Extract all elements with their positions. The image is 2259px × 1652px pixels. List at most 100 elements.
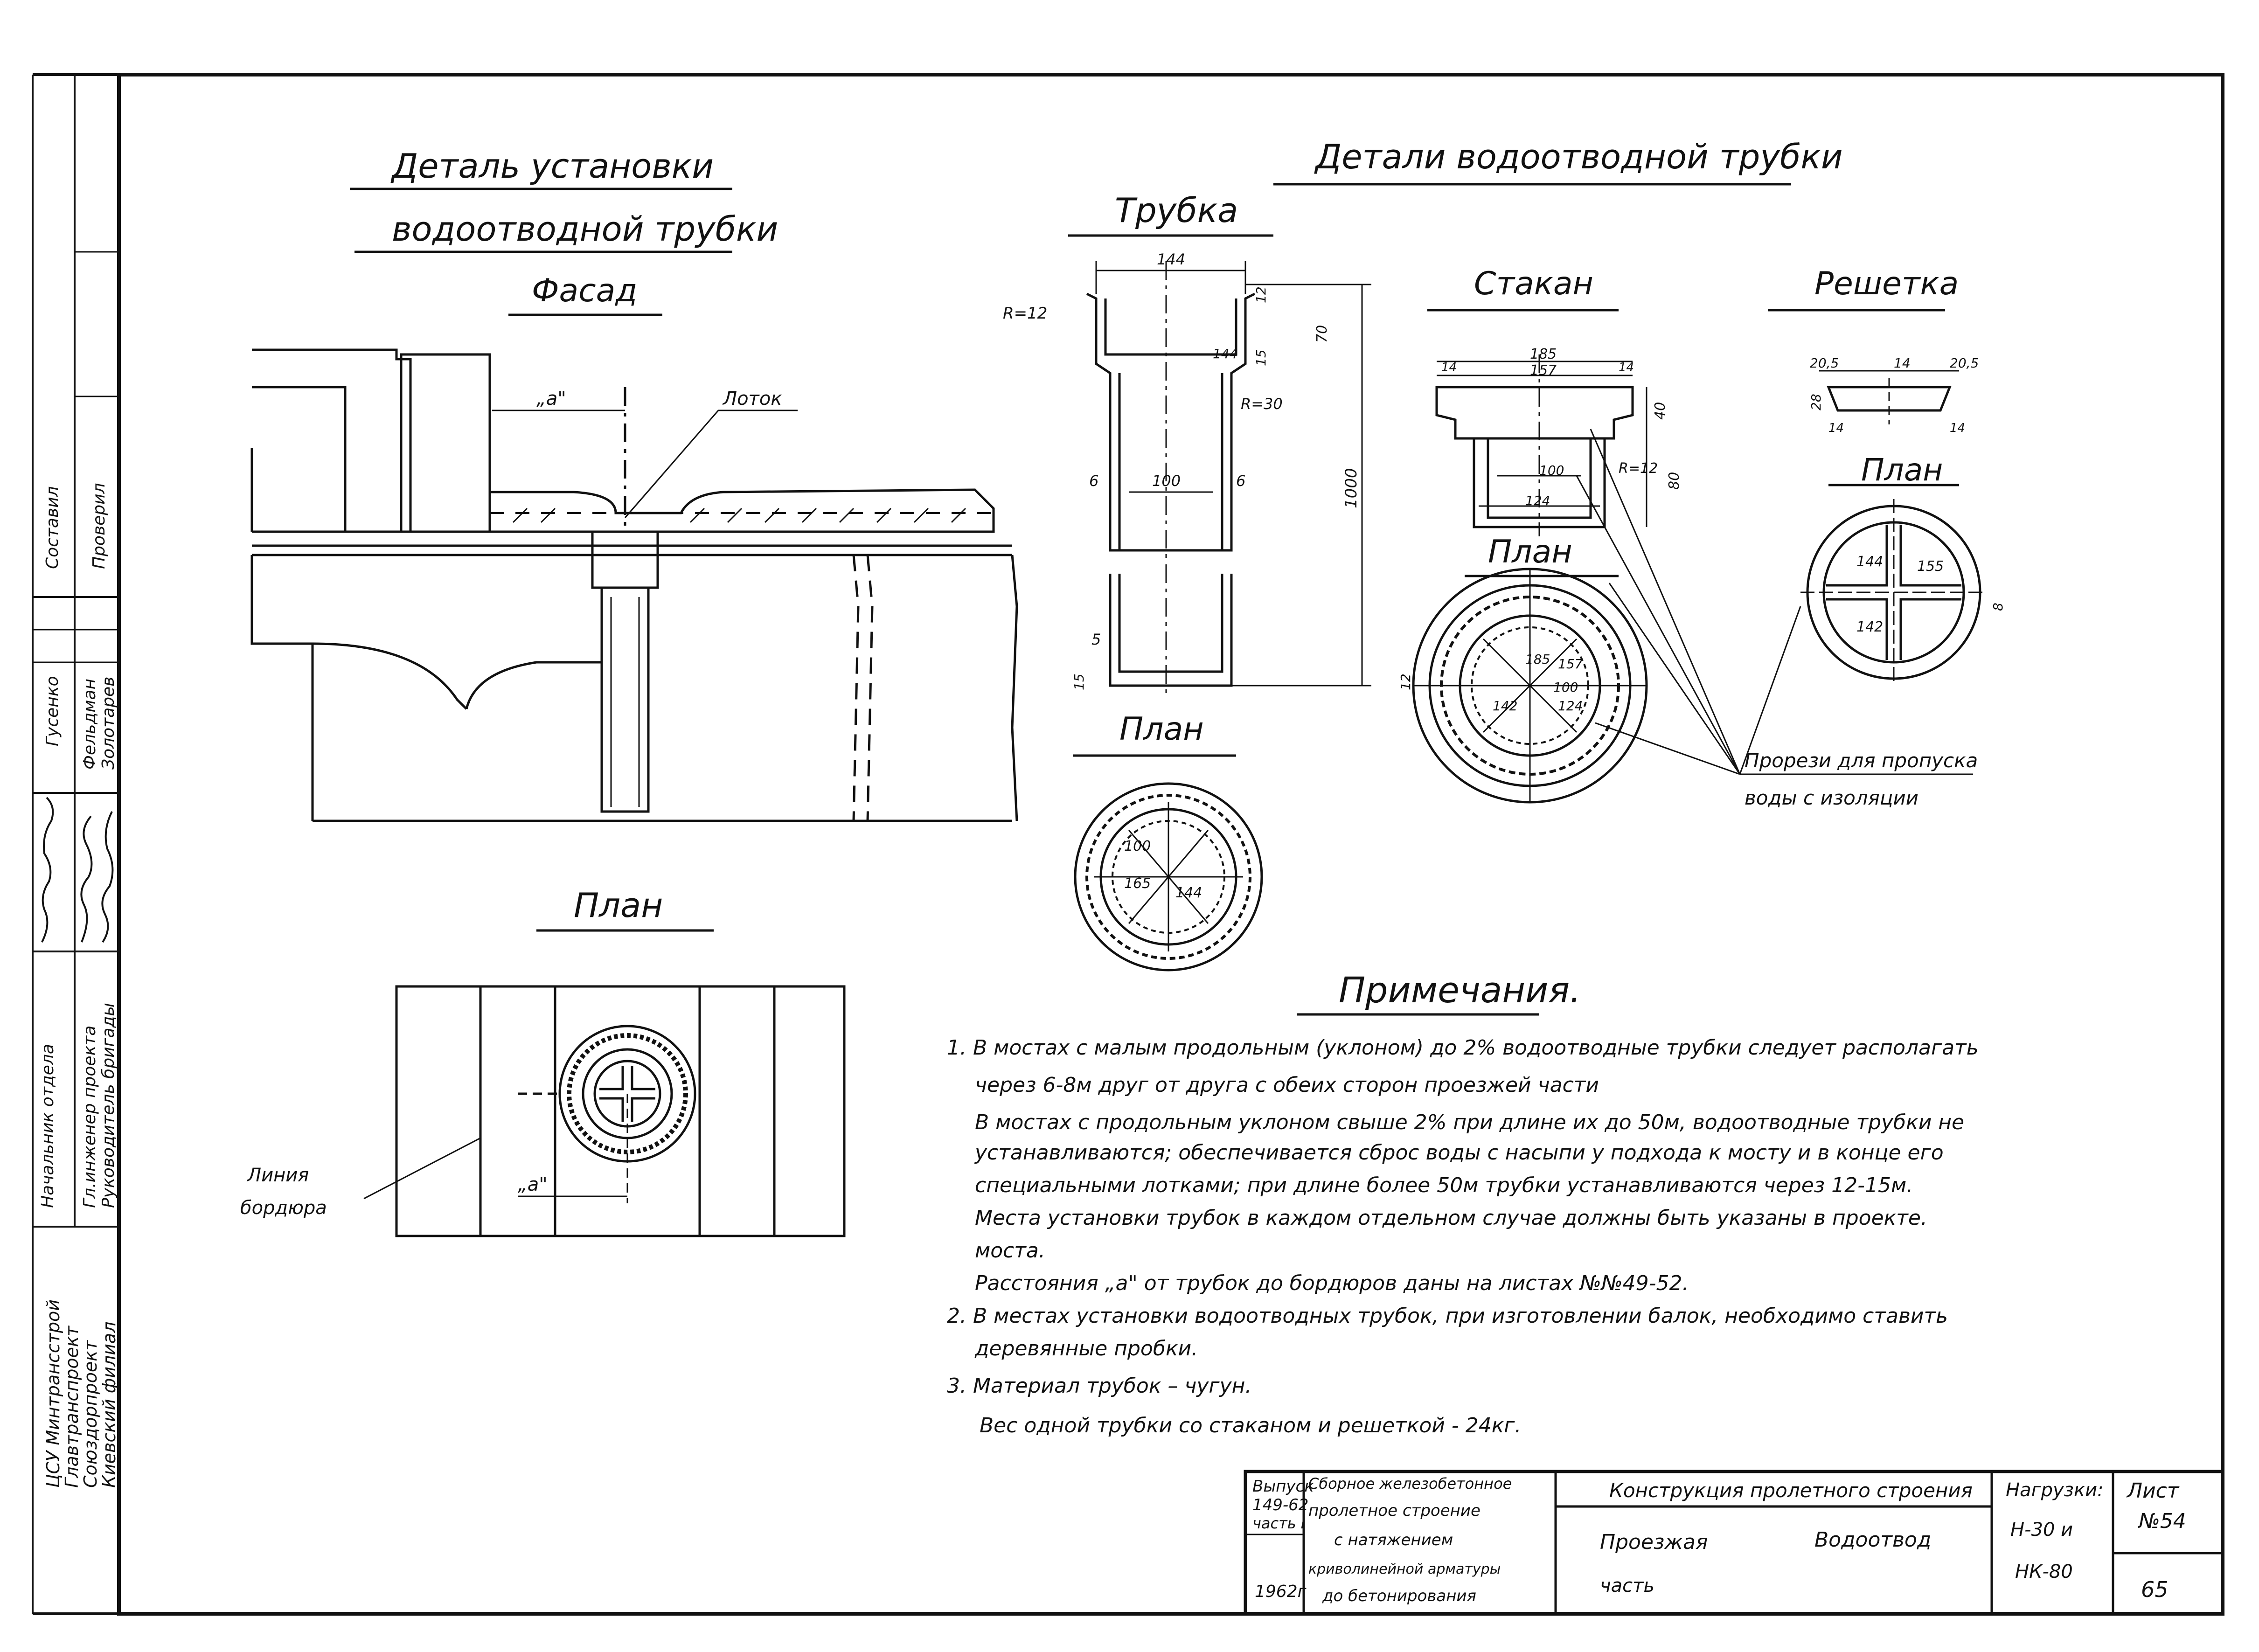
dim-grate-14a: 14 — [1828, 421, 1844, 435]
socket-title: Стакан — [1474, 265, 1593, 302]
stamp-roadway-1: Проезжая — [1600, 1530, 1708, 1554]
install-detail-title-1: Деталь установки — [392, 146, 714, 186]
dim-pipe-15b: 15 — [1071, 673, 1087, 690]
stamp-loads-label: Нагрузки: — [2006, 1479, 2104, 1501]
socket-drawing — [1412, 354, 1973, 804]
dim-gplan-8: 8 — [1990, 603, 2006, 611]
dim-socket-14a: 14 — [1441, 361, 1457, 375]
side-org-1: ЦСУ Минтрансстрой — [43, 1299, 63, 1488]
stamp-issue-2: 149-62 — [1252, 1496, 1309, 1514]
note-line-7: моста. — [975, 1239, 1045, 1263]
note-line-3: В мостах с продольным уклоном свыше 2% п… — [975, 1111, 1965, 1134]
dim-splan-100: 100 — [1553, 680, 1578, 695]
grate-title: Решетка — [1814, 265, 1959, 302]
dim-gplan-142: 142 — [1856, 619, 1884, 635]
dim-pplan-144: 144 — [1175, 885, 1202, 901]
tray-label: Лоток — [723, 388, 782, 410]
dim-grate-14b: 14 — [1950, 421, 1966, 435]
stamp-desc-5: до бетонирования — [1322, 1587, 1476, 1605]
dim-pipe-70: 70 — [1314, 325, 1330, 343]
stamp-drainage: Водоотвод — [1814, 1528, 1932, 1552]
stamp-desc-4: криволинейной арматуры — [1308, 1561, 1501, 1577]
dim-pipe-15: 15 — [1253, 349, 1269, 366]
pipe-title: Трубка — [1115, 191, 1238, 230]
dim-gplan-155: 155 — [1917, 558, 1944, 575]
dim-socket-124: 124 — [1525, 493, 1550, 508]
pipe-drawing — [1074, 261, 1371, 972]
stamp-issue-3: часть I — [1252, 1514, 1306, 1532]
dim-splan-157: 157 — [1558, 656, 1583, 672]
handwritten-signatures — [41, 797, 114, 943]
title-block — [1244, 1470, 2224, 1616]
facade-drawing — [250, 348, 1018, 822]
side-name-3: Золотарев — [99, 676, 118, 770]
dim-pipe-r12: R=12 — [1003, 304, 1048, 323]
dim-grate-205b: 20,5 — [1950, 355, 1979, 371]
stamp-desc-2: пролетное строение — [1308, 1501, 1481, 1520]
stamp-year: 1962г — [1255, 1582, 1307, 1601]
dim-socket-40: 40 — [1652, 402, 1668, 420]
note-line-9: 2. В местах установки водоотводных трубо… — [947, 1304, 1948, 1328]
dim-a-plan: „а" — [518, 1174, 548, 1195]
note-line-12: Вес одной трубки со стаканом и решеткой … — [980, 1414, 1522, 1437]
slots-label-2: воды с изоляции — [1745, 786, 1919, 809]
dim-pipe-6a: 6 — [1089, 472, 1099, 490]
title-underlines — [350, 183, 1959, 1016]
dim-pipe-top: 144 — [1157, 250, 1186, 268]
dim-pipe-r30: R=30 — [1241, 395, 1283, 413]
socket-plan-title: План — [1488, 534, 1572, 570]
dim-pipe-12: 12 — [1253, 286, 1269, 303]
dim-pplan-100: 100 — [1124, 838, 1151, 854]
dim-socket-157: 157 — [1530, 362, 1557, 379]
dim-grate-205a: 20,5 — [1810, 355, 1839, 371]
dim-socket-14b: 14 — [1619, 361, 1634, 375]
side-checked: Проверил — [90, 483, 109, 569]
dim-splan-142: 142 — [1493, 698, 1518, 714]
dim-pipe-144b: 144 — [1213, 346, 1238, 361]
curb-line-label-2: бордюра — [240, 1197, 327, 1219]
side-org-3: Союздорпроект — [80, 1340, 101, 1488]
pipe-details-title: Детали водоотводной трубки — [1315, 137, 1843, 176]
dim-pipe-6b: 6 — [1236, 472, 1246, 490]
grate-plan-title: План — [1861, 452, 1943, 488]
side-org-4: Киевский филиал — [99, 1321, 119, 1488]
sheet-frame — [32, 73, 2224, 1616]
stamp-sheet-label: Лист — [2127, 1479, 2179, 1503]
stamp-construction: Конструкция пролетного строения — [1609, 1479, 1973, 1502]
stamp-page-no: 65 — [2141, 1577, 2169, 1602]
dim-splan-185: 185 — [1525, 652, 1550, 667]
dim-pipe-5: 5 — [1091, 631, 1101, 648]
stamp-loads-2: НК-80 — [2015, 1561, 2073, 1583]
dim-gplan-144: 144 — [1856, 554, 1884, 570]
stamp-loads-1: Н-30 и — [2010, 1519, 2073, 1541]
note-line-2: через 6-8м друг от друга с обеих сторон … — [975, 1073, 1599, 1097]
side-role-2: Гл.инженер проекта — [80, 1025, 99, 1208]
stamp-sheet-no: №54 — [2139, 1509, 2186, 1533]
main-plan-title: План — [574, 886, 663, 925]
dim-splan-12: 12 — [1398, 673, 1413, 690]
stamp-desc-3: с натяжением — [1334, 1531, 1453, 1549]
facade-title: Фасад — [532, 272, 638, 309]
note-line-5: специальными лотками; при длине более 50… — [975, 1173, 1913, 1197]
note-line-1: 1. В мостах с малым продольным (уклоном)… — [947, 1036, 1979, 1060]
note-line-10: деревянные пробки. — [975, 1337, 1198, 1360]
note-line-11: 3. Материал трубок – чугун. — [947, 1374, 1252, 1398]
note-line-4: устанавливаются; обеспечивается сброс во… — [975, 1141, 1944, 1165]
note-line-8: Расстояния „а" от трубок до бордюров дан… — [975, 1271, 1689, 1295]
stamp-desc-1: Сборное железобетонное — [1308, 1475, 1512, 1492]
notes-title: Примечания. — [1339, 969, 1581, 1011]
side-role-3: Руководитель бригады — [99, 1003, 118, 1208]
side-org-2: Главтранспроект — [62, 1326, 82, 1488]
slots-label-1: Прорези для пропуска — [1745, 749, 1978, 772]
stamp-roadway-2: часть — [1600, 1575, 1655, 1596]
note-line-6: Места установки трубок в каждом отдельно… — [975, 1206, 1927, 1230]
dim-splan-124: 124 — [1558, 698, 1583, 714]
dim-a-facade: „а" — [536, 388, 566, 410]
side-role-1: Начальник отдела — [38, 1044, 57, 1208]
dim-pipe-100: 100 — [1152, 472, 1181, 490]
side-name-1: Гусенко — [43, 676, 62, 746]
main-plan-drawing — [363, 985, 846, 1237]
dim-socket-r12: R=12 — [1619, 460, 1658, 477]
dim-grate-14: 14 — [1894, 355, 1911, 371]
